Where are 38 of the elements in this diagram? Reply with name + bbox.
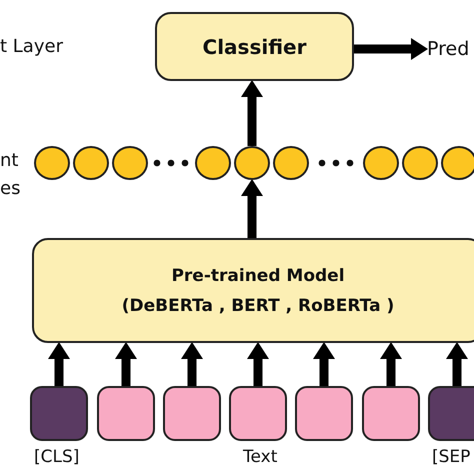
token-box bbox=[97, 386, 155, 441]
embedding-circle bbox=[402, 146, 438, 180]
arrow bbox=[115, 342, 137, 386]
classifier-box bbox=[155, 12, 354, 81]
token-label: [CLS] bbox=[34, 447, 80, 467]
output-label: Pred bbox=[427, 38, 470, 60]
embedding-circle bbox=[234, 146, 270, 180]
arrow bbox=[313, 342, 335, 386]
token-box bbox=[30, 386, 88, 441]
embedding-circle bbox=[112, 146, 148, 180]
model-box bbox=[32, 238, 474, 343]
box-title: Pre-trained Model bbox=[171, 266, 345, 286]
embedding-circle bbox=[34, 146, 70, 180]
layer-label: es bbox=[0, 178, 20, 199]
embedding-circle bbox=[363, 146, 399, 180]
arrow bbox=[446, 342, 468, 386]
box-subtitle: (DeBERTa , BERT , RoBERTa ) bbox=[122, 296, 394, 316]
token-box bbox=[295, 386, 353, 441]
arrow bbox=[380, 342, 402, 386]
layer-label: nt bbox=[0, 150, 18, 171]
arrow bbox=[247, 342, 269, 386]
token-box bbox=[362, 386, 420, 441]
embedding-circle bbox=[195, 146, 231, 180]
token-box bbox=[163, 386, 221, 441]
embedding-circle bbox=[273, 146, 309, 180]
embedding-circle bbox=[73, 146, 109, 180]
token-box bbox=[428, 386, 474, 441]
arrow bbox=[241, 179, 263, 238]
token-group-label: Text bbox=[243, 447, 278, 467]
token-box bbox=[229, 386, 287, 441]
token-label: [SEP bbox=[432, 447, 470, 467]
arrow bbox=[241, 80, 263, 146]
layer-label: t Layer bbox=[0, 36, 63, 57]
arrow bbox=[354, 38, 428, 60]
embedding-circle bbox=[441, 146, 474, 180]
arrow bbox=[48, 342, 70, 386]
arrow bbox=[181, 342, 203, 386]
box-title: Classifier bbox=[202, 34, 306, 58]
